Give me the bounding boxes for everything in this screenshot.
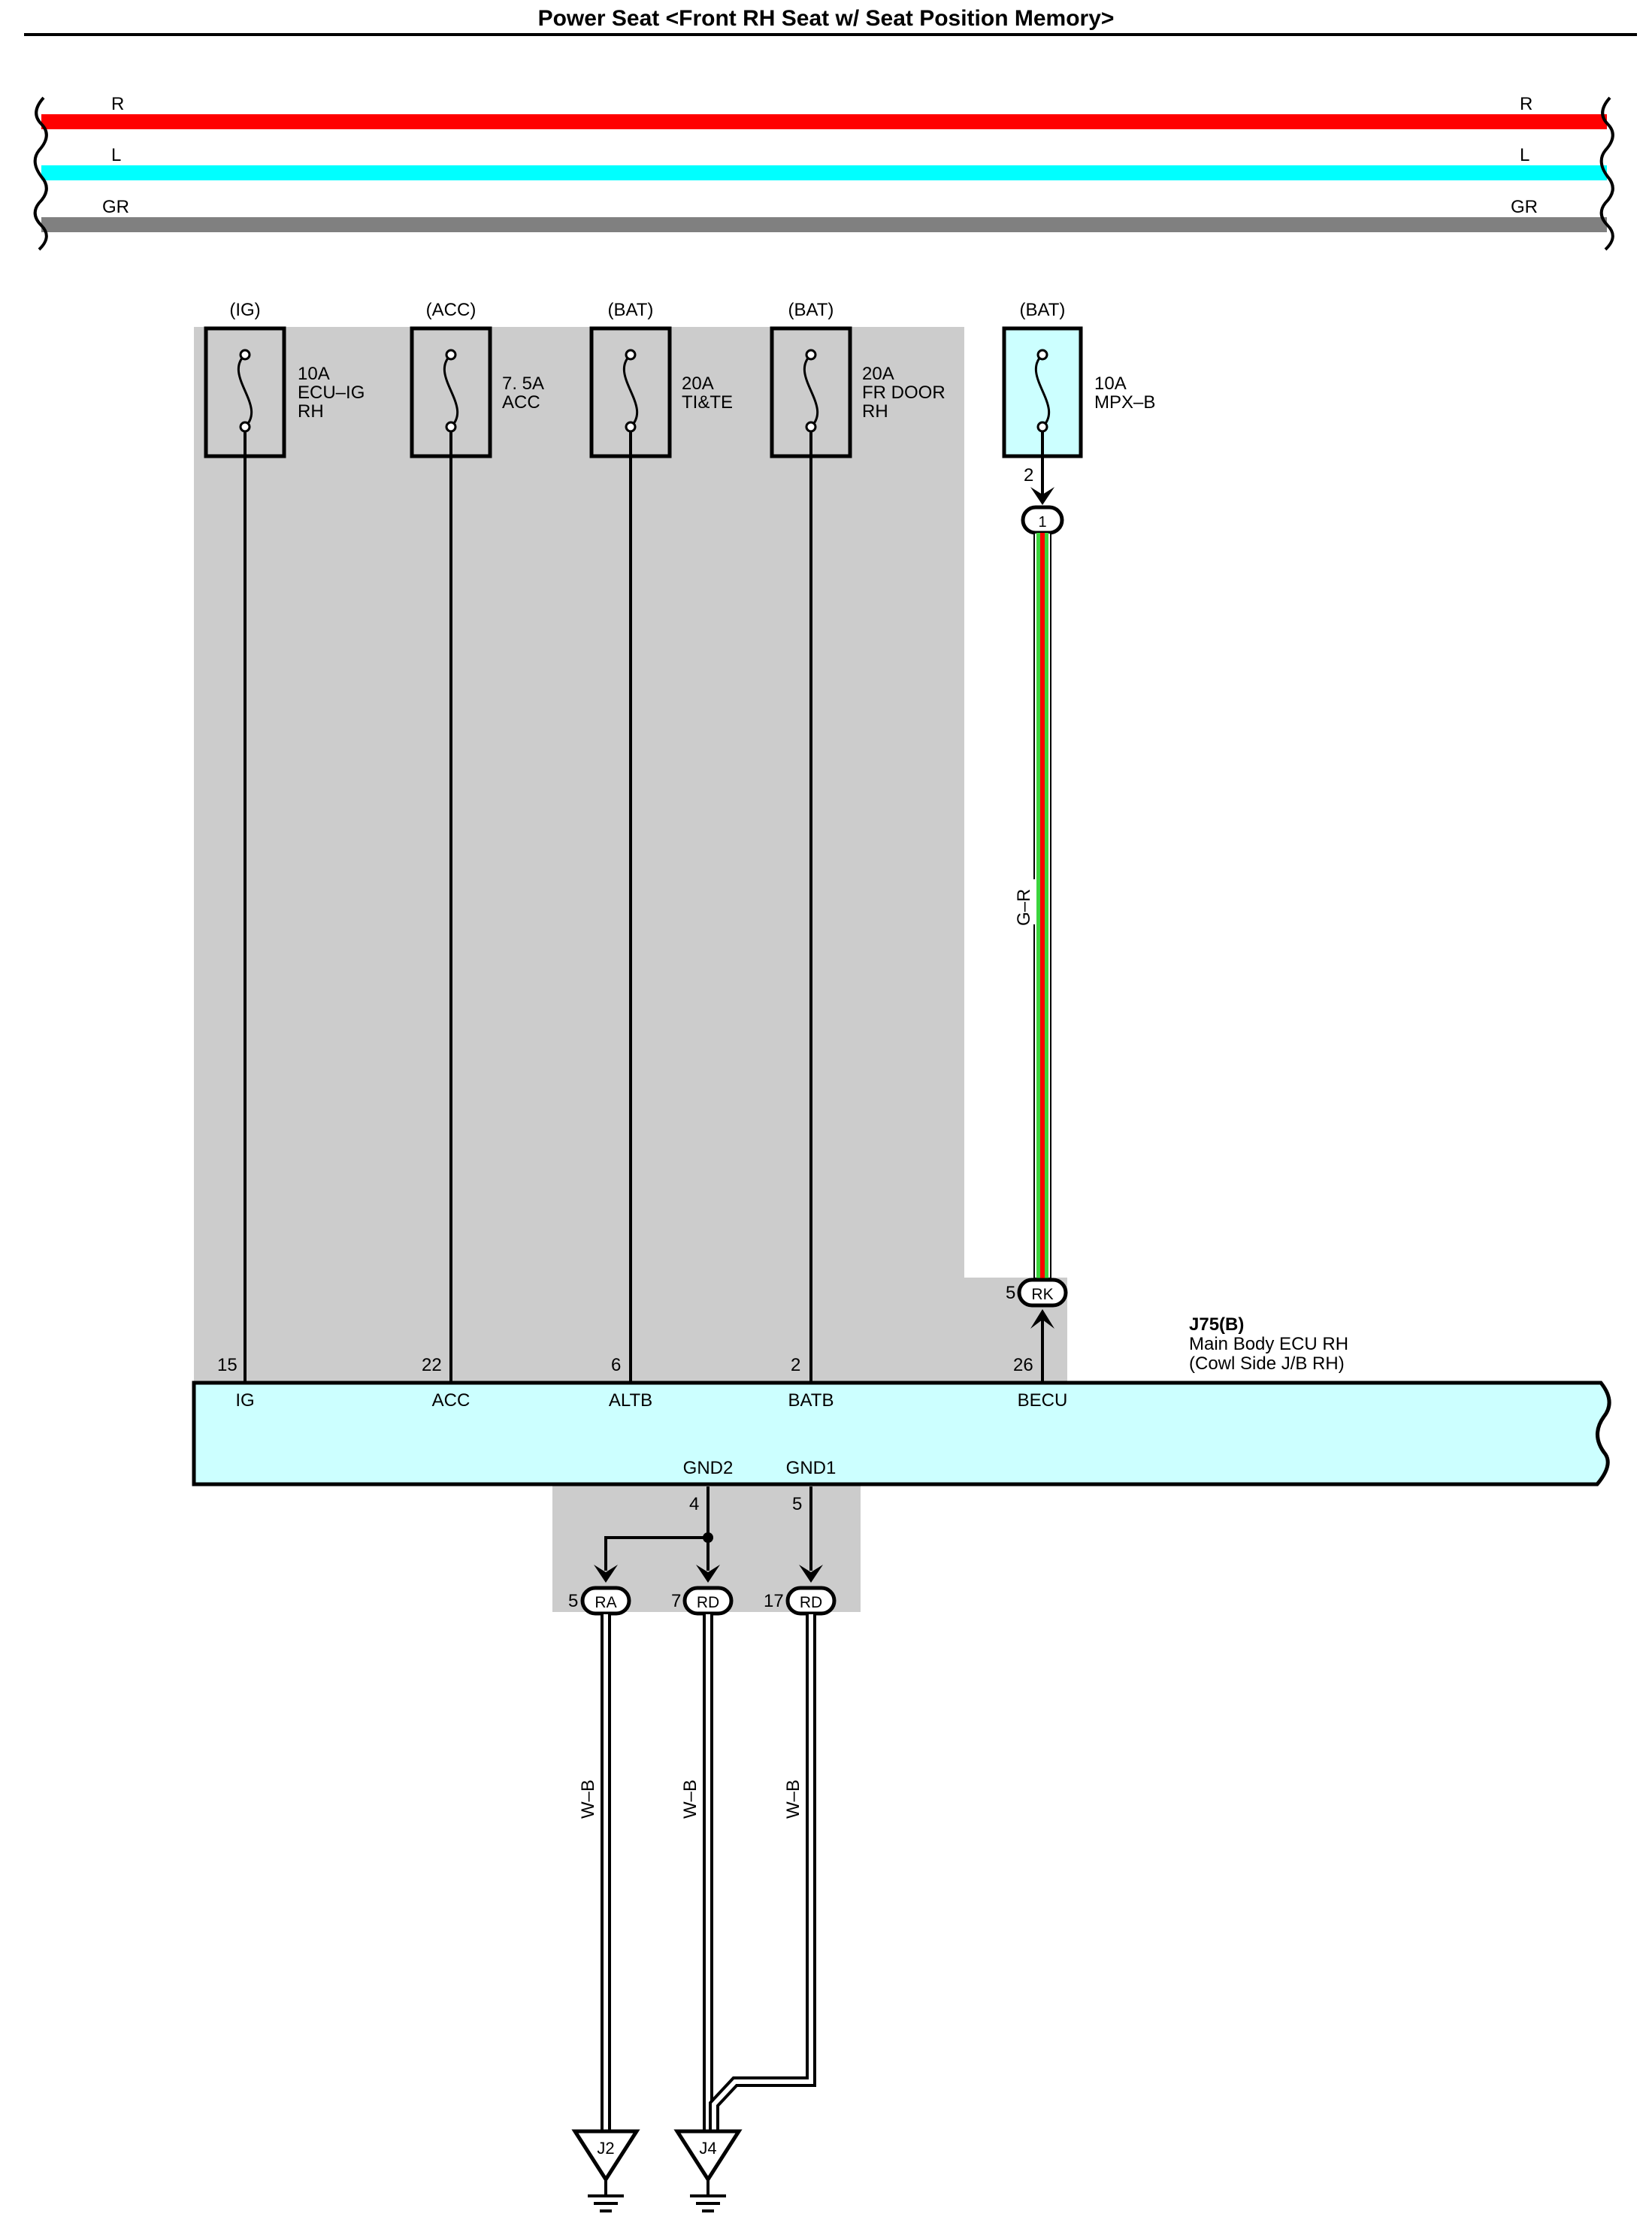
fuse-element-icon [803, 353, 819, 428]
connector-rd-7: 7 RD [671, 1586, 734, 1616]
svg-text:J4: J4 [699, 2139, 716, 2158]
wire-color-label: W–B [578, 1780, 598, 1819]
arrow-down-icon [594, 1565, 618, 1583]
fuse-name: MPX–B [1094, 392, 1155, 413]
legend-label-R-right: R [1520, 94, 1532, 114]
fuse-source-label: (BAT) [608, 300, 654, 320]
ground-icon [588, 2179, 624, 2212]
ground-block-wiring [594, 1486, 823, 1583]
ground-j4: J4 [673, 2129, 743, 2212]
ecu-terminal-acc: ACC [432, 1390, 470, 1411]
gnd2-pin: 4 [689, 1494, 699, 1514]
svg-text:RD: RD [697, 1594, 719, 1611]
connector-ra: 5 RA [568, 1586, 631, 1616]
fuse-pin: 2 [1024, 465, 1033, 485]
ecu-terminal-batb: BATB [788, 1390, 834, 1411]
wire-w-b-rd-17: W–B [709, 1614, 816, 2130]
connector-rd-17: 17 RD [764, 1586, 837, 1616]
fuse-element-icon [237, 353, 253, 428]
fuse-fr-door-rh: (BAT) 20A FR DOOR RH [770, 300, 946, 1381]
page-title: Power Seat <Front RH Seat w/ Seat Positi… [538, 6, 1115, 31]
legend-label-L-left: L [111, 145, 121, 165]
fuse-name-2: RH [862, 401, 888, 422]
ground-j2: J2 [571, 2129, 640, 2212]
ecu-location: (Cowl Side J/B RH) [1189, 1353, 1345, 1374]
connector-1: 1 [1021, 505, 1064, 535]
ecu-pin-altb: 6 [611, 1355, 621, 1375]
wire-color-label: W–B [783, 1780, 803, 1819]
ecu-terminal-gnd2: GND2 [683, 1458, 734, 1478]
fuse-name: FR DOOR [862, 383, 946, 403]
color-legend: R R L L GR GR [33, 94, 1614, 251]
ecu-code: J75(B) [1189, 1314, 1244, 1335]
wire-color-label: G–R [1014, 889, 1034, 926]
legend-label-GR-right: GR [1511, 197, 1538, 217]
ecu-terminal-gnd1: GND1 [786, 1458, 837, 1478]
fuse-ti-te: (BAT) 20A TI&TE [589, 300, 733, 1381]
connector-pin: 5 [568, 1591, 578, 1611]
ground-icon [690, 2179, 726, 2212]
gnd1-pin: 5 [792, 1494, 802, 1514]
fuse-rating: 10A [1094, 374, 1127, 394]
svg-text:RD: RD [800, 1594, 822, 1611]
fuse-source-label: (IG) [229, 300, 260, 320]
wire-g-r: G–R [1014, 532, 1051, 1279]
fuse-element-icon [622, 353, 639, 428]
fuse-rating: 20A [862, 364, 894, 384]
legend-label-L-right: L [1520, 145, 1529, 165]
connector-rk: 5 RK 26 [1006, 1278, 1068, 1381]
legend-break-right [1599, 96, 1614, 251]
fuse-source-label: (BAT) [788, 300, 834, 320]
ecu-pin-acc: 22 [422, 1355, 442, 1375]
fuse-rating: 20A [682, 374, 714, 394]
fuse-name: ACC [502, 392, 540, 413]
ecu-terminal-becu: BECU [1018, 1390, 1068, 1411]
legend-break-left [33, 96, 48, 251]
wire-color-label: W–B [680, 1780, 700, 1819]
svg-text:RA: RA [595, 1594, 616, 1611]
arrow-down-icon [799, 1565, 823, 1583]
svg-text:J2: J2 [597, 2139, 614, 2158]
fuse-mpx-b: (BAT) 10A MPX–B 2 [1002, 300, 1155, 505]
fuse-element-icon [443, 353, 459, 428]
wire-w-b-rd-7: W–B [680, 1614, 713, 2130]
ecu-pin: 26 [1013, 1355, 1033, 1375]
svg-text:RK: RK [1031, 1286, 1053, 1303]
ecu-terminal-ig: IG [235, 1390, 254, 1411]
connector-pin: 7 [671, 1591, 681, 1611]
fuse-ecu-ig-rh: (IG) 10A ECU–IG RH [204, 300, 365, 1381]
fuse-name: ECU–IG [298, 383, 365, 403]
fuse-rating: 7. 5A [502, 374, 544, 394]
fuse-rating: 10A [298, 364, 330, 384]
arrow-down-icon [1030, 487, 1054, 505]
svg-text:1: 1 [1038, 514, 1046, 531]
ecu-pin-ig: 15 [217, 1355, 238, 1375]
connector-pin: 17 [764, 1591, 784, 1611]
fuse-source-label: (BAT) [1020, 300, 1066, 320]
fuse-acc: (ACC) 7. 5A ACC [410, 300, 544, 1381]
fuse-source-label: (ACC) [426, 300, 477, 320]
legend-label-GR-left: GR [102, 197, 129, 217]
fuse-name: TI&TE [682, 392, 733, 413]
ecu-name: Main Body ECU RH [1189, 1334, 1348, 1354]
fuse-name-2: RH [298, 401, 324, 422]
arrow-down-icon [696, 1565, 720, 1583]
ecu-pin-batb: 2 [791, 1355, 800, 1375]
wire-w-b-ra: W–B [578, 1614, 611, 2130]
connector-pin: 5 [1006, 1283, 1015, 1303]
ecu-body [192, 1381, 1611, 1486]
fuse-element-icon [1034, 353, 1051, 428]
legend-label-R-left: R [111, 94, 124, 114]
ecu-terminal-altb: ALTB [609, 1390, 652, 1411]
